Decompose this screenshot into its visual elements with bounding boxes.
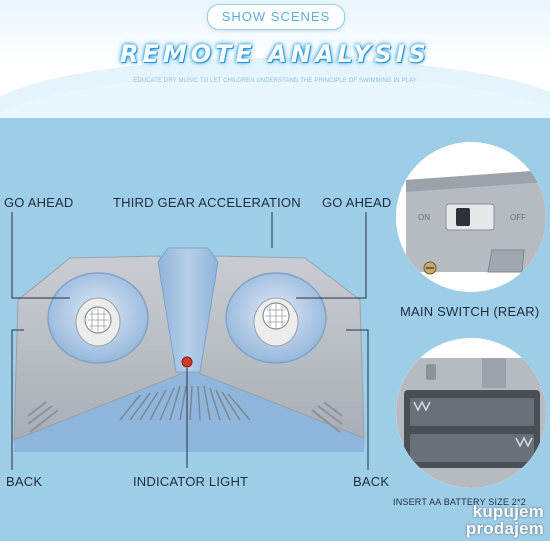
page-title: REMOTE ANALYSIS [120,40,430,68]
show-scenes-pill: SHOW SCENES [207,4,345,30]
label-indicator-light: INDICATOR LIGHT [133,474,249,489]
label-go-ahead-right: GO AHEAD [322,195,392,210]
label-back-left: BACK [6,474,43,489]
watermark-line2: prodajem [465,519,544,538]
label-main-switch: MAIN SWITCH (REAR) [400,304,540,319]
label-battery: INSERT AA BATTERY SIZE 2*2 [393,497,526,507]
page-subtitle: EDUCATE DRY MUSIC TO LET CHILDREN UNDERS… [133,78,417,84]
main-switch-inset: ON OFF [396,142,546,292]
switch-off-mark: OFF [510,213,526,222]
label-back-right: BACK [353,474,390,489]
label-third-gear: THIRD GEAR ACCELERATION [113,195,301,210]
header-banner: SHOW SCENES REMOTE ANALYSIS EDUCATE DRY … [0,0,550,118]
switch-on-mark: ON [418,213,430,222]
switch-closeup: ON OFF [396,142,546,292]
battery-inset [396,338,546,488]
watermark-line1: kupujem [472,502,544,521]
label-go-ahead-left: GO AHEAD [4,195,74,210]
remote-controller-illustration [11,212,369,470]
battery-closeup [396,338,546,488]
